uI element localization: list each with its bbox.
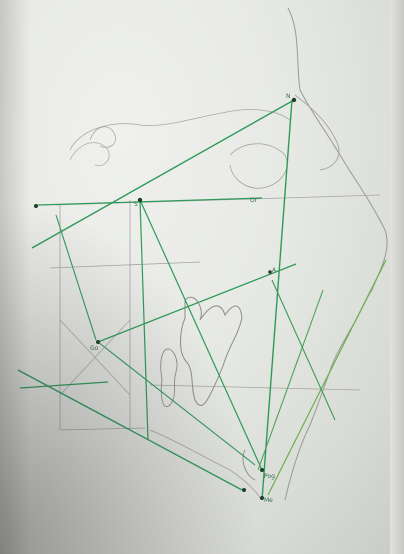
paper-edge [390, 0, 404, 554]
label-or: Or [250, 197, 258, 204]
e-line [267, 259, 387, 496]
landmark-point [268, 270, 272, 274]
sn-line [31, 99, 295, 249]
landmark-point [260, 496, 264, 500]
cranial-outline [69, 109, 291, 151]
teeth-sketch [160, 348, 178, 408]
profile-outline [284, 7, 388, 501]
na-line [55, 214, 97, 341]
ramus-line [97, 341, 256, 466]
landmark-point [291, 97, 297, 103]
landmark-point [260, 468, 264, 472]
nose-outline [294, 94, 340, 171]
lip-line [257, 289, 324, 471]
pencil-line [59, 427, 146, 431]
vertical-line [139, 199, 149, 441]
pencil-line [59, 319, 131, 396]
label-pog: Pog [264, 473, 275, 480]
label-go: Go [90, 345, 99, 352]
label-a: A [272, 267, 277, 274]
soft-tissue-line [271, 279, 336, 421]
pencil-line [149, 384, 361, 391]
fh-line [37, 197, 263, 206]
label-me: Me [264, 497, 273, 504]
mandible-sketch [149, 429, 263, 501]
landmark-point [137, 197, 143, 203]
ear-sketch [69, 142, 110, 167]
facial-line [261, 99, 293, 501]
landmark-point [34, 204, 38, 208]
landmark-point [242, 488, 246, 492]
landmark-point [96, 340, 100, 344]
occlusal-line [97, 263, 297, 343]
label-n: N [286, 93, 291, 100]
mandibular-plane [17, 369, 243, 491]
short-line [19, 381, 109, 389]
label-s: S [134, 201, 138, 208]
teeth-sketch [180, 297, 243, 406]
sella-sketch [89, 126, 116, 148]
chin-sketch [242, 449, 256, 481]
orbit-sketch [229, 143, 288, 189]
pencil-line [49, 261, 201, 269]
y-axis-line [139, 199, 263, 471]
